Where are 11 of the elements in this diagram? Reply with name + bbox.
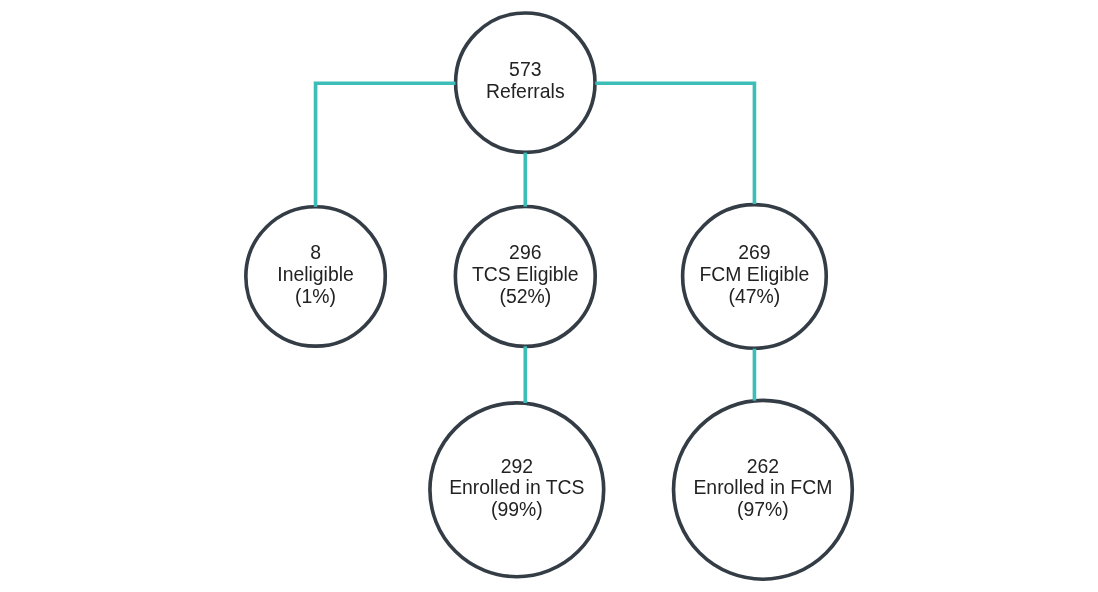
node-circle: 573 Referrals <box>453 11 597 155</box>
connector <box>595 81 757 204</box>
connector <box>523 346 528 403</box>
node-circle: 262 Enrolled in FCM (97%) <box>671 398 855 582</box>
connector <box>313 81 456 207</box>
node-circle: 292 Enrolled in TCS (99%) <box>428 401 606 579</box>
connector <box>523 152 528 207</box>
connector <box>752 348 757 401</box>
node-circle: 269 FCM Eligible (47%) <box>680 202 829 351</box>
node-circle: 8 Ineligible (1%) <box>244 204 388 348</box>
node-circle: 296 TCS Eligible (52%) <box>453 204 598 349</box>
